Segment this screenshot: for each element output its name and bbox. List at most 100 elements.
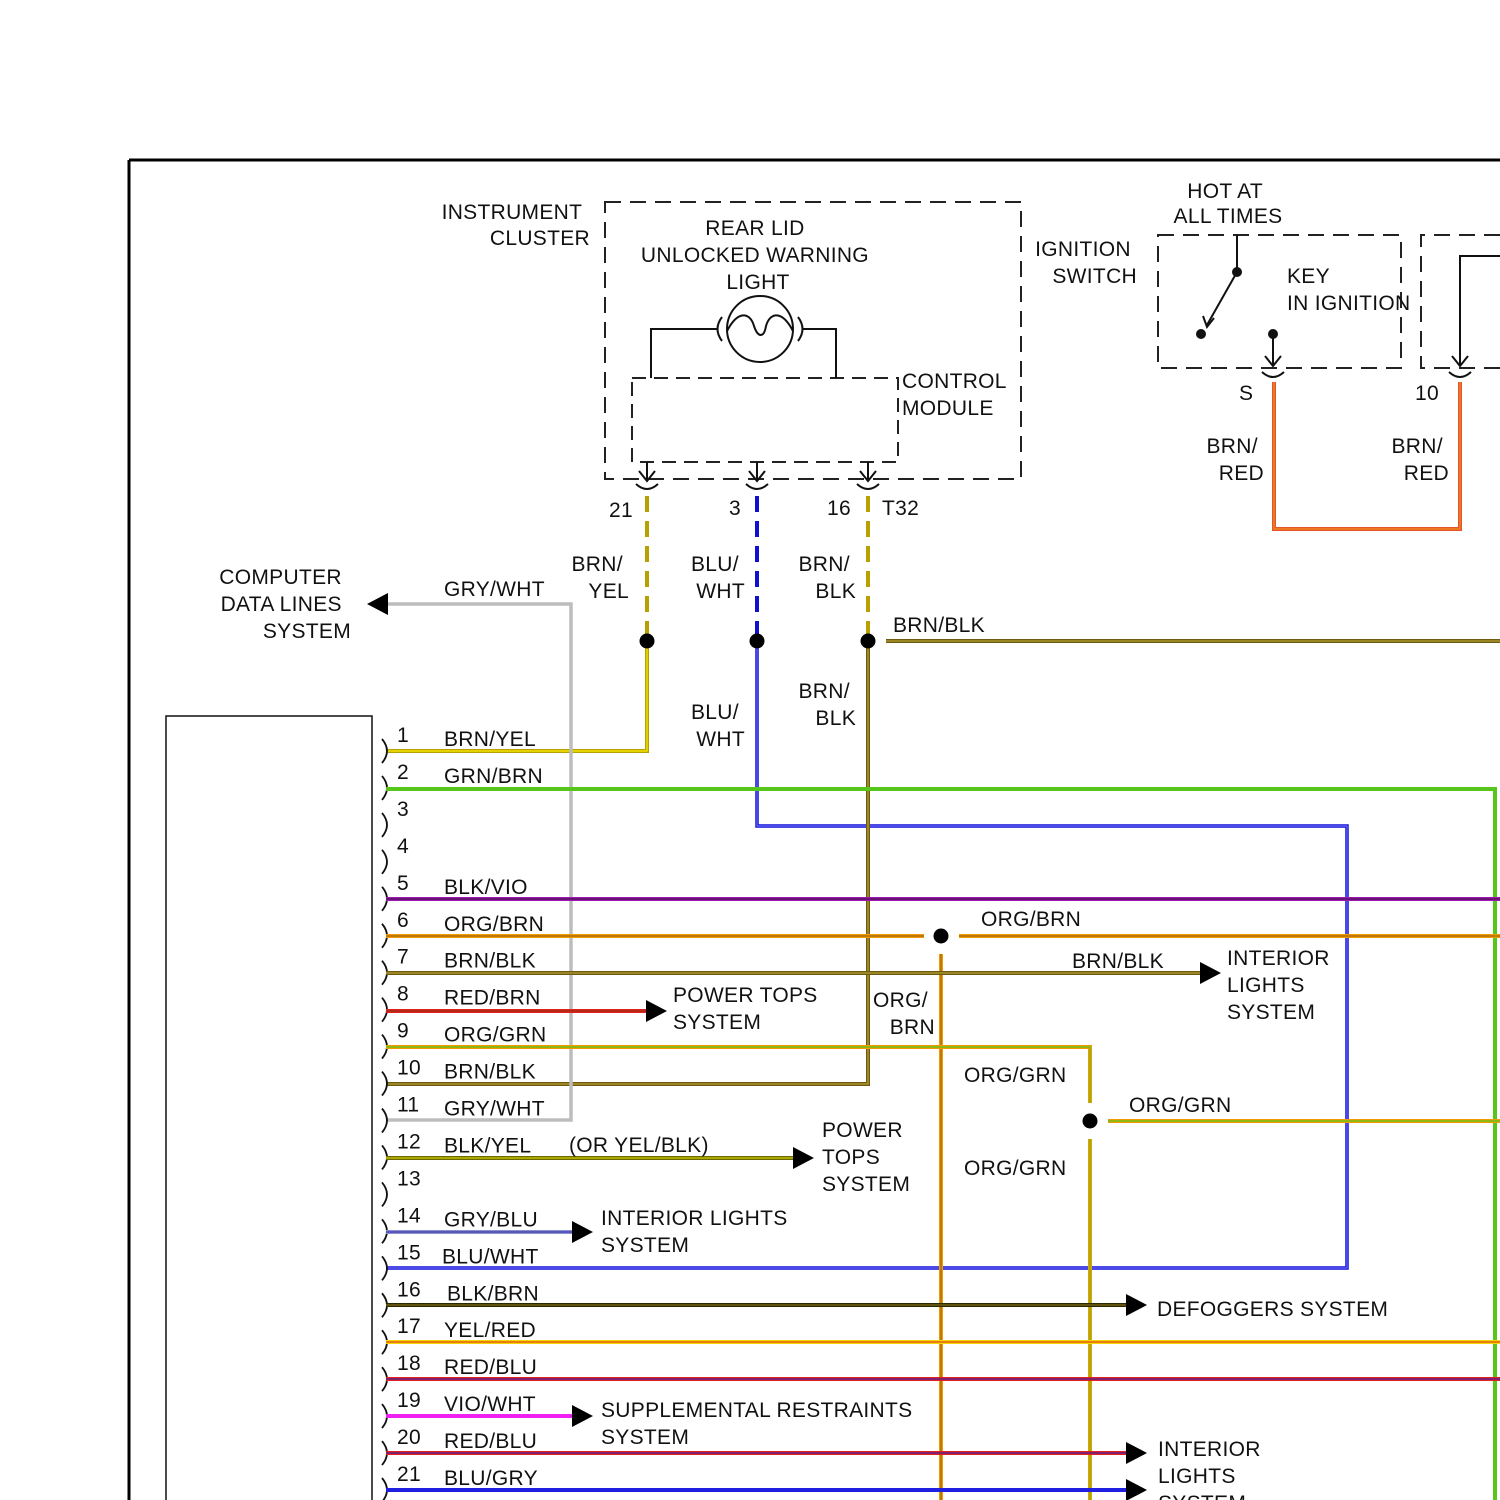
control-module-label: CONTROL MODULE (902, 370, 1012, 420)
pin-wire-label: ORG/GRN (444, 1024, 546, 1047)
org-grn-label-c: ORG/GRN (964, 1157, 1066, 1180)
control-module-box (632, 378, 898, 462)
brn-red-label-b: BRN/ RED (1391, 435, 1449, 485)
key-in-ignition-label: KEY IN IGNITION (1287, 265, 1410, 315)
interior-lights-arrow-2 (572, 1221, 593, 1243)
pin-10-label: 10 (1415, 382, 1439, 405)
pin-number: 6 (397, 909, 409, 932)
pin-16-label: 16 (827, 497, 851, 520)
pin-cup (382, 850, 387, 874)
instrument-cluster-label: INSTRUMENT CLUSTER (442, 201, 590, 250)
brn-red-label-a: BRN/ RED (1206, 435, 1264, 485)
pin-wire-label: RED/BRN (444, 987, 541, 1010)
pin-number: 16 (397, 1278, 421, 1301)
brn-blk-interior-label: BRN/BLK (1072, 950, 1164, 973)
interior-lights-arrow-3 (1126, 1442, 1147, 1464)
pin-wire-label: GRY/BLU (444, 1208, 538, 1231)
pin-cups (382, 739, 387, 1500)
connector-t32-label: T32 (882, 497, 919, 520)
pin-wire-label: VIO/WHT (444, 1393, 536, 1416)
power-tops-label-1: POWER TOPS SYSTEM (673, 984, 824, 1034)
rear-lid-light-label: REAR LID UNLOCKED WARNING LIGHT (641, 217, 875, 294)
interior-lights-label-2: INTERIOR LIGHTS SYSTEM (601, 1207, 794, 1257)
pin-wire-label: BLK/YEL (444, 1134, 531, 1157)
left-module-box (166, 716, 372, 1500)
pin-cup (382, 739, 387, 763)
or-yel-blk-label: (OR YEL/BLK) (569, 1134, 709, 1157)
pin-wire-label: GRN/BRN (444, 765, 543, 788)
hot-at-all-times-label: HOT AT ALL TIMES (1174, 180, 1283, 228)
brn-yel-vertical-label: BRN/ YEL (571, 553, 629, 603)
ignition-switch-label: IGNITION SWITCH (1035, 238, 1137, 288)
pin-number: 17 (397, 1315, 421, 1338)
power-tops-arrow-2 (793, 1147, 814, 1169)
org-brn-right-label: ORG/BRN (981, 908, 1081, 931)
srs-label: SUPPLEMENTAL RESTRAINTS SYSTEM (601, 1399, 919, 1449)
pin-number: 8 (397, 983, 409, 1006)
brn-blk-vertical-label: BRN/ BLK (798, 553, 856, 603)
pin-number: 12 (397, 1130, 421, 1153)
pin-wire-label: BLU/GRY (444, 1467, 538, 1490)
pin-wire-label: GRY/WHT (444, 1098, 545, 1121)
computer-data-lines-label: COMPUTER DATA LINES SYSTEM (219, 566, 351, 643)
pin-number: 13 (397, 1167, 421, 1190)
pin-number: 20 (397, 1426, 421, 1449)
pin-number: 14 (397, 1204, 421, 1227)
pin-number: 11 (397, 1094, 419, 1117)
pin-cup (382, 1256, 387, 1280)
pin-wire-label: BLU/WHT (442, 1245, 539, 1268)
pin-cup (382, 1072, 387, 1096)
pin-cup (382, 813, 387, 837)
gry-wht-top-label: GRY/WHT (444, 578, 545, 601)
pin-wire-label: BRN/YEL (444, 728, 536, 751)
org-grn-label-a: ORG/GRN (964, 1064, 1066, 1087)
pin-3-label: 3 (729, 497, 741, 520)
t32-terminals (636, 462, 879, 489)
pin-cup (382, 1182, 387, 1206)
brn-blk-right-label: BRN/BLK (893, 614, 985, 637)
brn-blk-vertical-label-2: BRN/ BLK (798, 680, 856, 730)
org-brn-vertical-label: ORG/ BRN (873, 989, 935, 1039)
pin-number: 9 (397, 1020, 409, 1043)
pin-wire-label: BLK/VIO (444, 876, 528, 899)
pin-number: 3 (397, 798, 409, 821)
pin-21-label: 21 (609, 499, 633, 522)
pin-wire-label: BLK/BRN (447, 1282, 539, 1305)
pin-number: 19 (397, 1389, 421, 1412)
pin-number: 2 (397, 761, 409, 784)
pin-wire-label: YEL/RED (444, 1319, 536, 1342)
interior-lights-label-1: INTERIOR LIGHTS SYSTEM (1227, 947, 1336, 1024)
pin-number: 21 (397, 1463, 421, 1486)
pin-number: 18 (397, 1352, 421, 1375)
pin-wire-label: ORG/BRN (444, 913, 544, 936)
pin-cup (382, 1109, 387, 1133)
pin-wire-label: RED/BLU (444, 1356, 537, 1379)
interior-lights-arrow-4 (1126, 1479, 1147, 1500)
interior-lights-arrow-1 (1200, 962, 1221, 984)
computer-data-arrow (367, 593, 388, 615)
srs-arrow (572, 1405, 593, 1427)
pin-number: 15 (397, 1241, 421, 1264)
pin-number: 5 (397, 872, 409, 895)
org-grn-label-b: ORG/GRN (1129, 1094, 1231, 1117)
power-tops-label-2: POWER TOPS SYSTEM (822, 1119, 910, 1196)
pin-wire-label: BRN/BLK (444, 950, 536, 973)
cluster-pin21-wire (386, 496, 647, 751)
bulb-icon (651, 296, 836, 378)
power-tops-arrow-1 (646, 1000, 667, 1022)
pin-number: 1 (397, 724, 409, 747)
pin-wire-label: BRN/BLK (444, 1061, 536, 1084)
pin-number: 7 (397, 946, 409, 969)
pin-wire-label: RED/BLU (444, 1430, 537, 1453)
interior-lights-label-3: INTERIOR LIGHTS SYSTEM (1158, 1438, 1267, 1500)
blu-wht-vertical-label: BLU/ WHT (691, 553, 745, 603)
switch-contacts (1196, 267, 1278, 339)
defoggers-arrow (1126, 1294, 1147, 1316)
blu-wht-vertical-label-2: BLU/ WHT (691, 701, 745, 751)
defoggers-label: DEFOGGERS SYSTEM (1157, 1298, 1388, 1321)
pin-s-label: S (1239, 382, 1253, 405)
pin-number: 4 (397, 835, 409, 858)
